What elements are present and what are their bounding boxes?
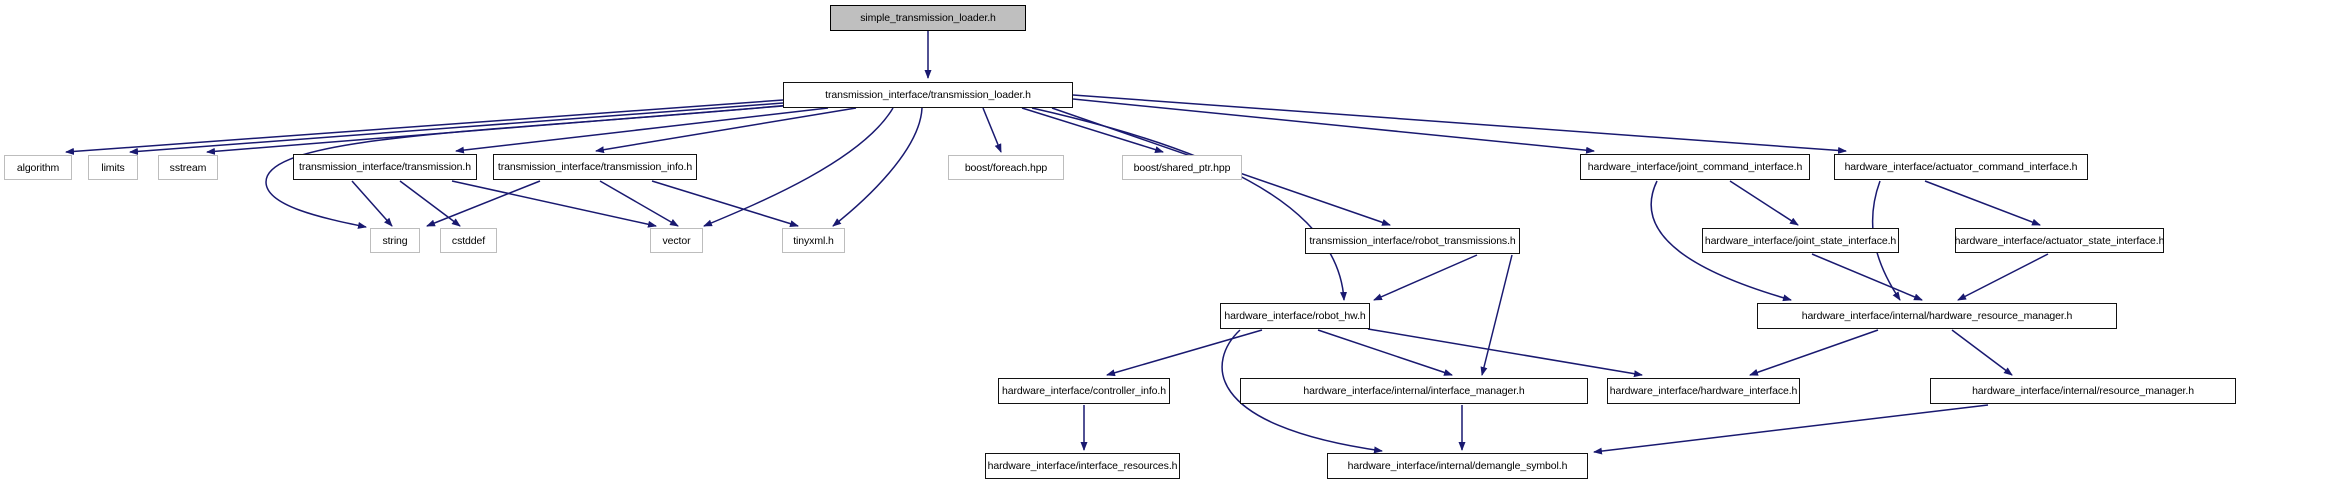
node-label: hardware_interface/hardware_interface.h xyxy=(1609,385,1798,397)
node-actstate[interactable]: hardware_interface/actuator_state_interf… xyxy=(1955,228,2164,253)
node-loader[interactable]: transmission_interface/transmission_load… xyxy=(783,82,1073,108)
node-algorithm: algorithm xyxy=(4,155,72,180)
node-label: hardware_interface/joint_state_interface… xyxy=(1704,234,1897,247)
node-label: hardware_interface/controller_info.h xyxy=(1002,385,1166,397)
edge-rtrans-to-ifmgr xyxy=(1480,254,1513,376)
node-label: boost/foreach.hpp xyxy=(964,161,1048,174)
node-label: transmission_interface/transmission_info… xyxy=(497,161,693,173)
edge-transmission-to-cstddef xyxy=(399,180,461,227)
node-label: hardware_interface/internal/hardware_res… xyxy=(1801,310,2073,322)
node-label: boost/shared_ptr.hpp xyxy=(1133,161,1231,174)
edge-jointcmd-to-jointstate xyxy=(1729,180,1799,226)
edge-loader-to-jointcmd xyxy=(1072,98,1595,154)
node-label: hardware_interface/actuator_command_inte… xyxy=(1844,161,2078,173)
node-tinfo[interactable]: transmission_interface/transmission_info… xyxy=(493,154,697,180)
node-robothw[interactable]: hardware_interface/robot_hw.h xyxy=(1220,303,1370,329)
node-label: tinyxml.h xyxy=(793,234,834,247)
node-label: hardware_interface/internal/interface_ma… xyxy=(1303,385,1525,397)
node-jointcmd[interactable]: hardware_interface/joint_command_interfa… xyxy=(1580,154,1810,180)
node-label: hardware_interface/internal/resource_man… xyxy=(1972,385,2194,397)
edge-loader-to-vector xyxy=(703,107,894,227)
node-cstddef: cstddef xyxy=(440,228,497,253)
node-label: algorithm xyxy=(16,161,60,174)
edge-loader-to-tinfo xyxy=(595,107,857,154)
edge-hwresmgr-to-hwiface xyxy=(1749,329,1879,376)
edge-loader-to-actcmd xyxy=(1072,94,1847,154)
node-label: transmission_interface/transmission_load… xyxy=(825,89,1031,101)
edge-robothw-to-ctrlinfo xyxy=(1106,329,1263,377)
edge-jointstate-to-hwresmgr xyxy=(1811,253,1923,301)
edge-loader-to-robothw xyxy=(1031,107,1348,301)
node-sharedptr: boost/shared_ptr.hpp xyxy=(1122,155,1242,180)
edge-robothw-to-ifmgr xyxy=(1317,329,1453,376)
edge-hwresmgr-to-resmgr xyxy=(1951,329,2013,376)
edge-loader-to-foreach xyxy=(982,107,1002,153)
node-label: cstddef xyxy=(451,234,486,247)
node-hwiface[interactable]: hardware_interface/hardware_interface.h xyxy=(1607,378,1800,404)
node-ifmgr[interactable]: hardware_interface/internal/interface_ma… xyxy=(1240,378,1588,404)
node-label: transmission_interface/robot_transmissio… xyxy=(1309,235,1516,247)
node-label: vector xyxy=(662,234,691,247)
node-rtrans[interactable]: transmission_interface/robot_transmissio… xyxy=(1305,228,1520,254)
edge-loader-to-tinyxml xyxy=(832,107,923,227)
node-ctrlinfo[interactable]: hardware_interface/controller_info.h xyxy=(998,378,1170,404)
node-foreach: boost/foreach.hpp xyxy=(948,155,1064,180)
node-label: limits xyxy=(101,161,125,174)
edge-resmgr-to-demangle xyxy=(1593,404,1989,455)
node-limits: limits xyxy=(88,155,138,180)
node-transmission[interactable]: transmission_interface/transmission.h xyxy=(293,154,477,180)
node-vector: vector xyxy=(650,228,703,253)
node-tinyxml: tinyxml.h xyxy=(782,228,845,253)
edge-tinfo-to-vector xyxy=(599,180,679,227)
node-demangle[interactable]: hardware_interface/internal/demangle_sym… xyxy=(1327,453,1588,479)
edge-loader-to-sharedptr xyxy=(1021,107,1164,153)
node-actcmd[interactable]: hardware_interface/actuator_command_inte… xyxy=(1834,154,2088,180)
node-label: hardware_interface/joint_command_interfa… xyxy=(1587,161,1803,173)
edge-robothw-to-hwiface xyxy=(1367,328,1643,378)
edge-robothw-to-demangle xyxy=(1221,329,1383,454)
edge-tinfo-to-string xyxy=(426,180,541,227)
node-string: string xyxy=(370,228,420,253)
node-label: hardware_interface/interface_resources.h xyxy=(987,460,1178,472)
node-label: hardware_interface/internal/demangle_sym… xyxy=(1347,460,1568,472)
node-label: string xyxy=(382,234,408,247)
edge-loader-to-algorithm xyxy=(65,99,784,155)
edge-actstate-to-hwresmgr xyxy=(1957,253,2049,301)
edge-loader-to-transmission xyxy=(455,107,829,154)
edge-transmission-to-vector xyxy=(451,180,657,228)
node-label: simple_transmission_loader.h xyxy=(860,12,996,24)
node-sstream: sstream xyxy=(158,155,218,180)
edge-rtrans-to-robothw xyxy=(1373,254,1478,301)
edge-loader-to-limits xyxy=(129,102,784,155)
node-resmgr[interactable]: hardware_interface/internal/resource_man… xyxy=(1930,378,2236,404)
edge-actcmd-to-actstate xyxy=(1924,180,2041,226)
node-ifres[interactable]: hardware_interface/interface_resources.h xyxy=(985,453,1180,479)
node-jointstate[interactable]: hardware_interface/joint_state_interface… xyxy=(1702,228,1899,253)
edge-tinfo-to-tinyxml xyxy=(651,180,799,227)
node-label: hardware_interface/actuator_state_interf… xyxy=(1954,234,2165,247)
edge-transmission-to-string xyxy=(351,180,393,227)
edge-jointcmd-to-hwresmgr xyxy=(1650,180,1792,302)
node-simple: simple_transmission_loader.h xyxy=(830,5,1026,31)
node-label: transmission_interface/transmission.h xyxy=(299,161,471,173)
node-label: sstream xyxy=(169,161,207,174)
node-label: hardware_interface/robot_hw.h xyxy=(1224,310,1366,322)
node-hwresmgr[interactable]: hardware_interface/internal/hardware_res… xyxy=(1757,303,2117,329)
